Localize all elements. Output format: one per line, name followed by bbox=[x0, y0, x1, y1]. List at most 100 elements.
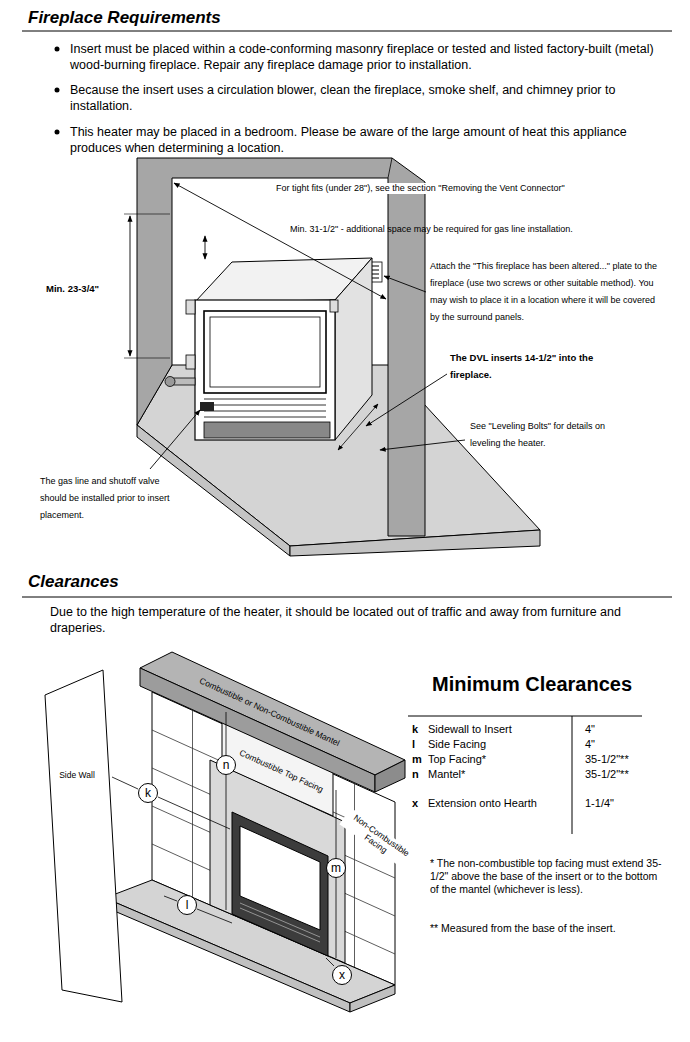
callout-circle: l bbox=[177, 895, 197, 915]
dimension-line bbox=[174, 183, 386, 299]
footnote: ** Measured from the base of the insert. bbox=[430, 922, 668, 935]
mount-bracket bbox=[186, 300, 195, 314]
hearth-front bbox=[350, 985, 395, 1012]
dimension-line bbox=[326, 958, 334, 966]
table-cell: 35-1/2"** bbox=[585, 768, 629, 781]
side-wall bbox=[45, 670, 122, 1002]
callout-circle: n bbox=[216, 755, 236, 775]
table-cell: Sidewall to Insert bbox=[428, 723, 512, 736]
footnote: * The non-combustible top facing must ex… bbox=[430, 857, 668, 896]
callout-letter: m bbox=[331, 861, 341, 875]
leader-line bbox=[366, 374, 447, 426]
dimension-line bbox=[197, 909, 232, 923]
table-cell: x bbox=[412, 797, 418, 810]
section-heading: Clearances bbox=[28, 572, 119, 592]
control-box bbox=[200, 402, 214, 411]
callout-letter: x bbox=[339, 968, 345, 982]
bullet-dot bbox=[55, 47, 60, 52]
louver bbox=[240, 908, 320, 942]
table-cell: Top Facing* bbox=[428, 753, 486, 766]
bullet-dot bbox=[55, 130, 60, 135]
note-text: See "Leveling Bolts" for details on leve… bbox=[470, 418, 620, 452]
mount-bracket bbox=[330, 300, 338, 312]
dimension-label: Min. 31-1/2" - additional space may be r… bbox=[290, 224, 573, 235]
note-text: For tight fits (under 28"), see the sect… bbox=[275, 183, 566, 194]
insert-base bbox=[204, 422, 330, 438]
bullet-dot bbox=[55, 88, 60, 93]
extension-line bbox=[124, 358, 170, 359]
fireplace-surround bbox=[137, 158, 425, 536]
insert-glass bbox=[210, 317, 320, 387]
note-text: The gas line and shutoff valve should be… bbox=[40, 473, 170, 524]
insert-glass bbox=[204, 311, 326, 393]
leader-line bbox=[384, 276, 426, 292]
table-cell: 4" bbox=[585, 738, 595, 751]
gas-valve bbox=[165, 377, 175, 387]
note-text: The DVL inserts 14-1/2" into the firepla… bbox=[450, 349, 620, 383]
dimension-line bbox=[130, 216, 131, 356]
hearth-front bbox=[137, 425, 290, 556]
table-cell: 35-1/2"** bbox=[585, 753, 629, 766]
callout-letter: n bbox=[223, 758, 230, 772]
insert-side bbox=[335, 258, 372, 440]
table-cell: 4" bbox=[585, 723, 595, 736]
leader-line bbox=[150, 410, 200, 469]
mount-bracket bbox=[186, 355, 195, 369]
body-text: Due to the high temperature of the heate… bbox=[50, 604, 665, 636]
dimension-line bbox=[158, 797, 230, 829]
louver bbox=[204, 405, 326, 406]
tile-joint bbox=[192, 680, 193, 1000]
bullet-text: Insert must be placed within a code-conf… bbox=[70, 41, 670, 73]
extension-line bbox=[124, 214, 170, 215]
callout-circle: k bbox=[138, 783, 158, 803]
callout-circle: x bbox=[332, 965, 352, 985]
part-name: Side Wall bbox=[52, 770, 102, 780]
insert-front bbox=[195, 300, 335, 440]
note-text: Attach the "This fireplace has been alte… bbox=[430, 258, 665, 326]
leader-line bbox=[380, 440, 465, 450]
heading-rule bbox=[22, 31, 672, 32]
table-rule bbox=[408, 716, 642, 717]
insert bbox=[186, 258, 372, 440]
dimension-line bbox=[226, 712, 227, 755]
table-cell: n bbox=[412, 768, 419, 781]
bullet-text: This heater may be placed in a bedroom. … bbox=[70, 124, 670, 156]
louver bbox=[204, 399, 326, 400]
callout-letter: k bbox=[145, 786, 151, 800]
insert bbox=[232, 812, 328, 956]
dimension-line bbox=[164, 896, 177, 901]
table-rule bbox=[572, 716, 573, 834]
callout-circle: m bbox=[326, 858, 346, 878]
surround-edge bbox=[388, 158, 392, 178]
table-cell: l bbox=[412, 738, 415, 751]
dimension-label: Min. 23-3/4" bbox=[46, 283, 99, 294]
table-cell: k bbox=[412, 723, 418, 736]
dimension-line bbox=[336, 878, 337, 958]
bullet-text: Because the insert uses a circulation bl… bbox=[70, 82, 670, 114]
louver bbox=[240, 903, 320, 937]
heading-rule bbox=[22, 597, 672, 598]
dimension-line bbox=[226, 775, 227, 910]
mantel-top bbox=[140, 652, 405, 775]
louver bbox=[204, 417, 326, 418]
section-heading: Fireplace Requirements bbox=[28, 8, 221, 28]
dimension-line bbox=[338, 404, 378, 450]
dimension-line bbox=[336, 790, 337, 858]
mantel-end bbox=[375, 760, 405, 792]
insert-frame bbox=[232, 812, 328, 956]
callout-letter: l bbox=[186, 898, 189, 912]
louver bbox=[204, 411, 326, 412]
dimension-line bbox=[205, 236, 206, 259]
table-cell: Extension onto Hearth bbox=[428, 797, 537, 810]
table-cell: Mantel* bbox=[428, 768, 465, 781]
tile-joint bbox=[354, 680, 355, 1000]
table-cell: m bbox=[412, 753, 422, 766]
mantel-front bbox=[140, 668, 375, 792]
dimension-line bbox=[112, 777, 138, 789]
table-cell: 1-1/4" bbox=[585, 797, 614, 810]
table-title: Minimum Clearances bbox=[432, 672, 632, 696]
insert-glass bbox=[240, 826, 320, 930]
table-cell: Side Facing bbox=[428, 738, 486, 751]
